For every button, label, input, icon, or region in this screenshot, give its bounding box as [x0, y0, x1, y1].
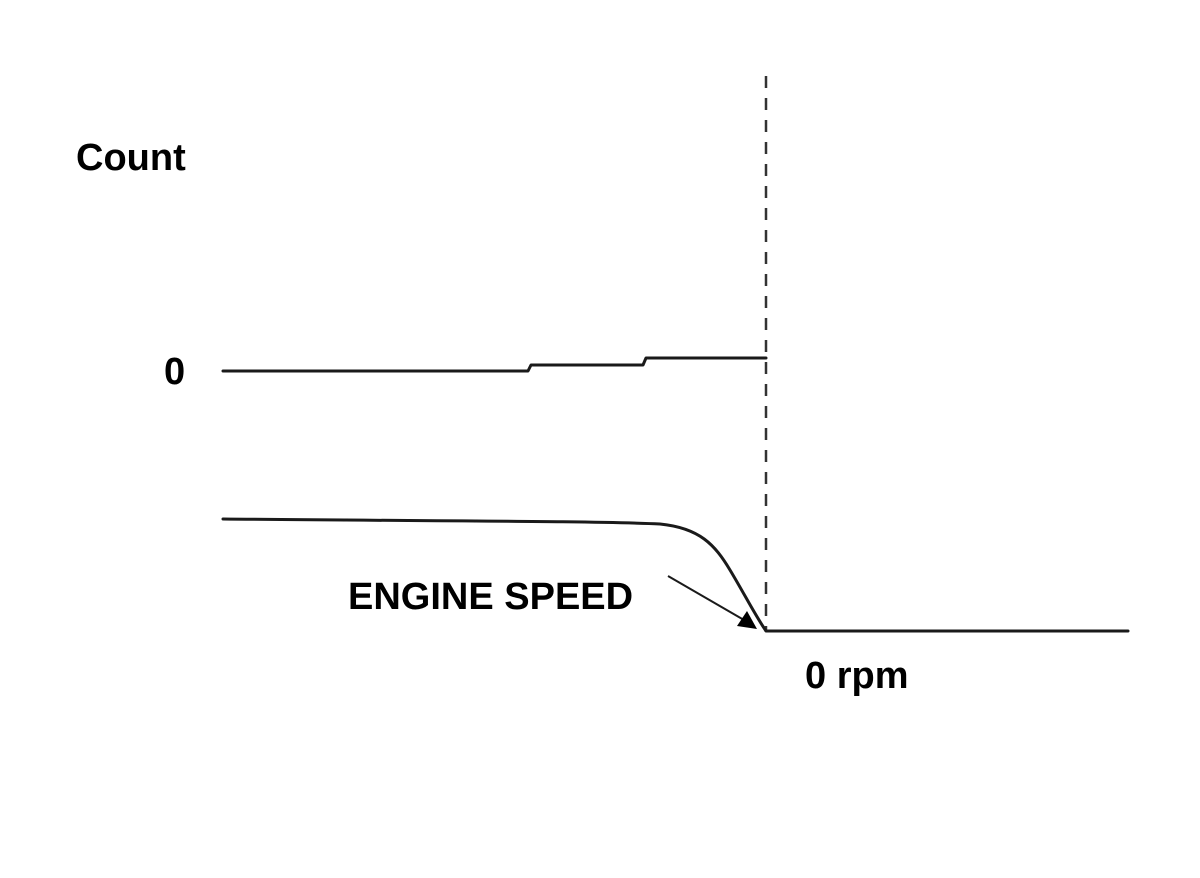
engine-speed-pointer-arrowhead [737, 611, 757, 629]
engine-speed-label: ENGINE SPEED [348, 576, 633, 618]
zero-rpm-label: 0 rpm [805, 655, 908, 697]
engine-speed-trace [221, 517, 1130, 633]
engine-speed-pointer-line [667, 575, 745, 621]
count-zero-label: 0 [164, 351, 185, 393]
count-label: Count [76, 137, 186, 179]
count-trace [221, 356, 768, 373]
